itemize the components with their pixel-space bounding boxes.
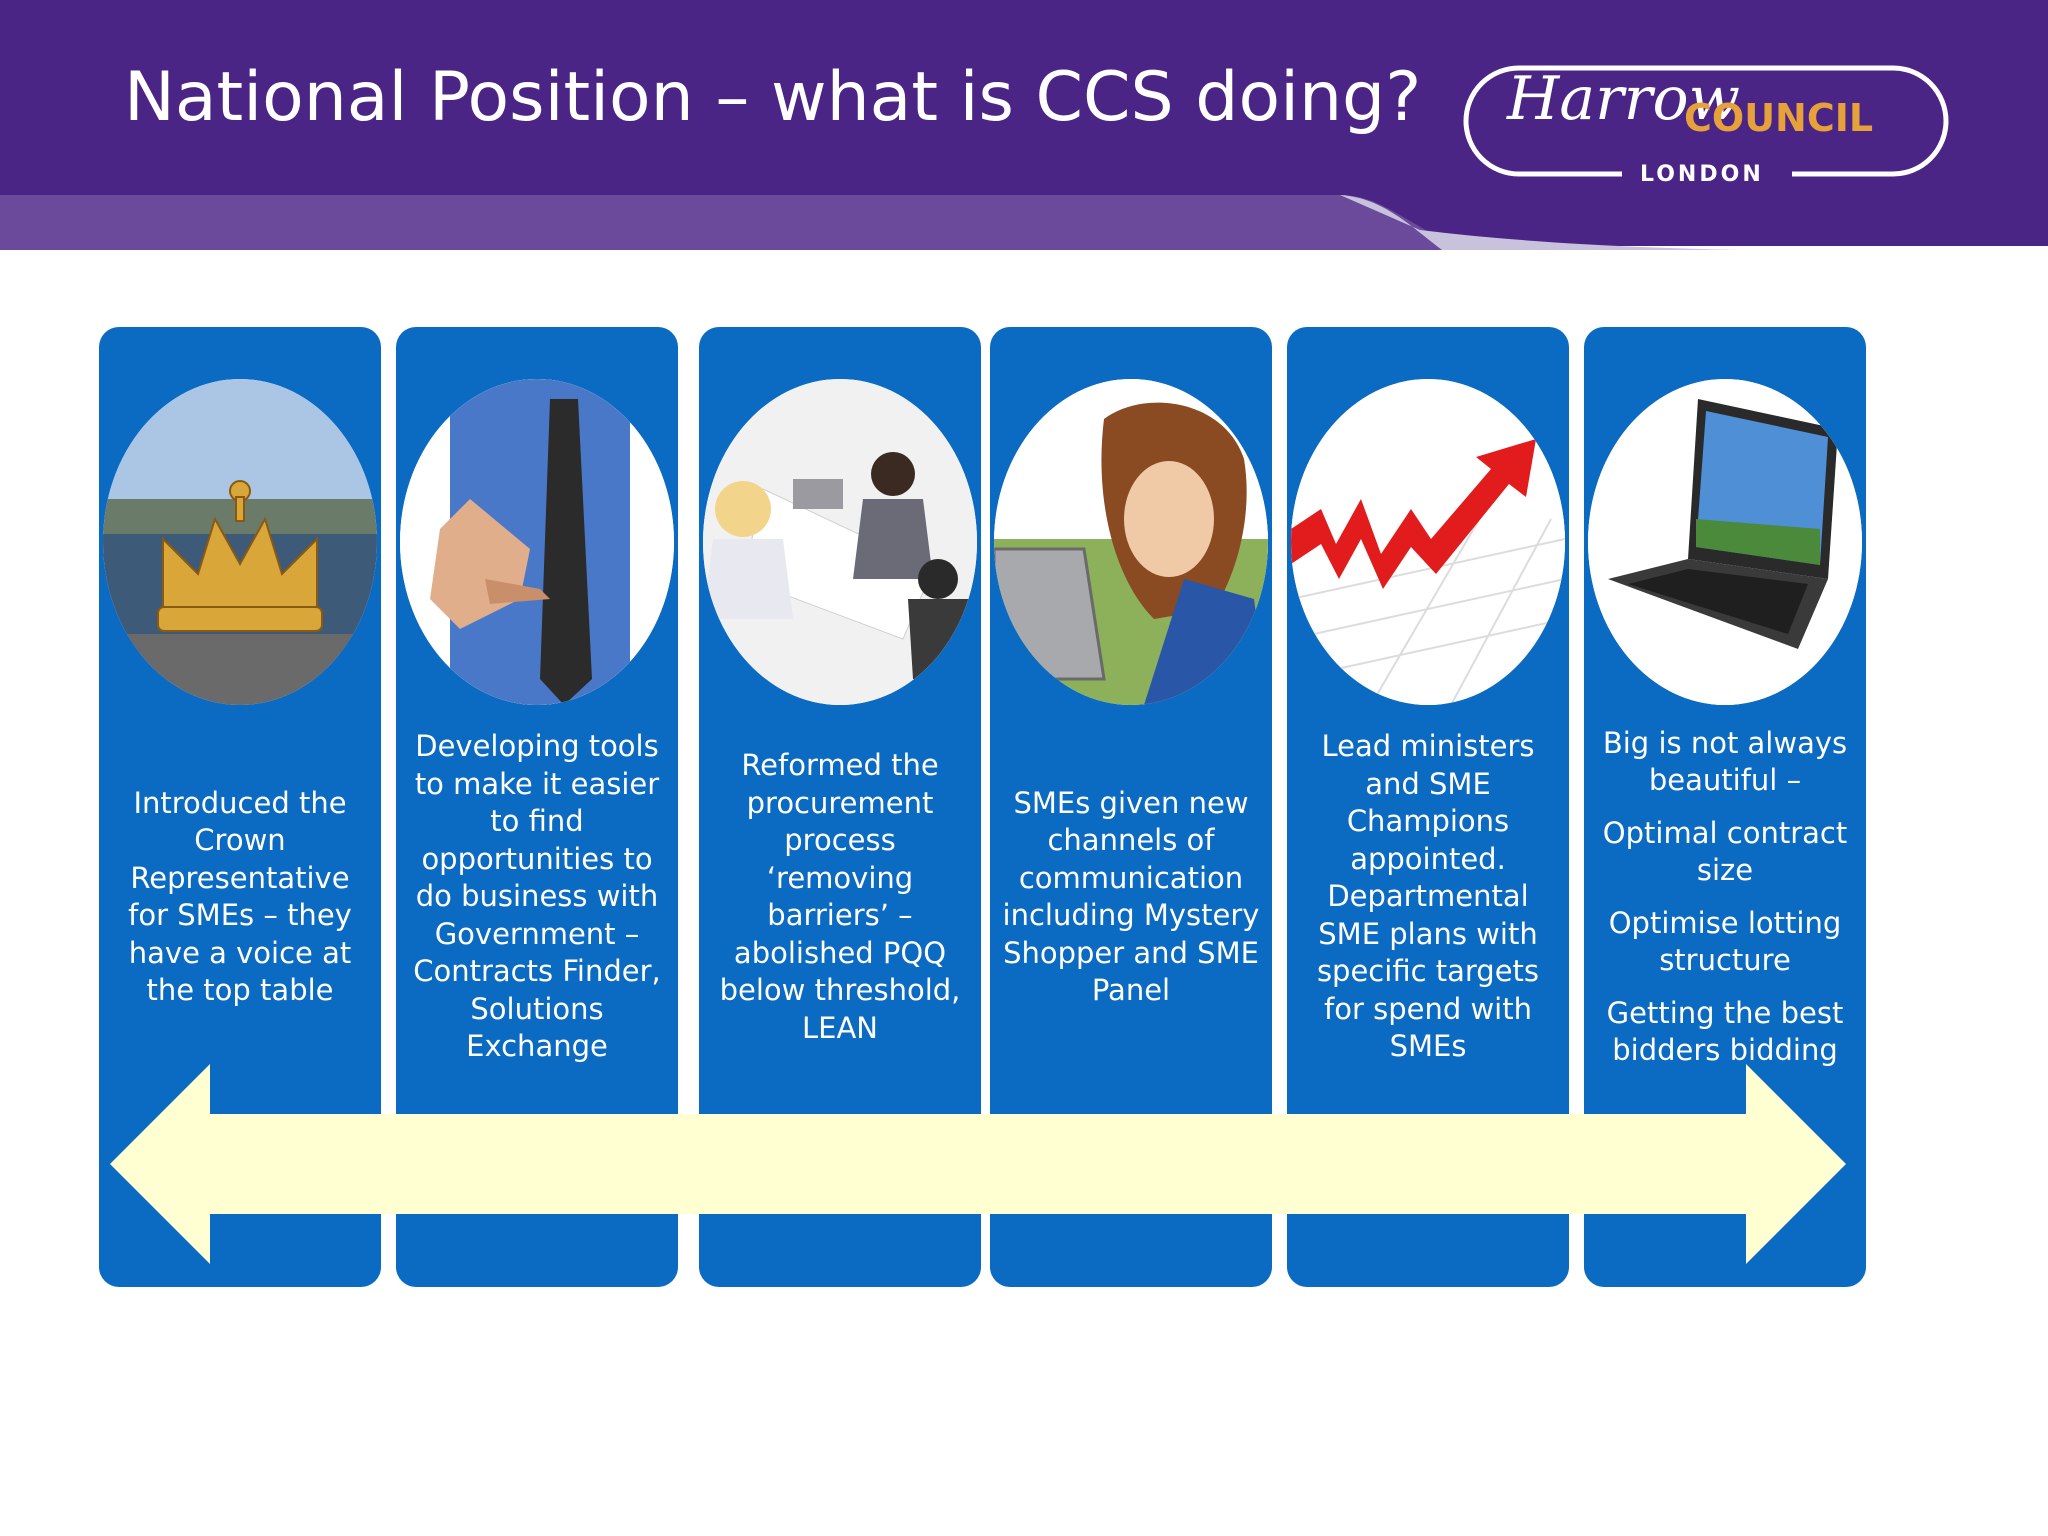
logo-script-text: Harrow [1507,64,1740,134]
growth-arrow-photo [1291,379,1565,705]
panel-text: Reformed the procurement process ‘removi… [699,727,981,1067]
double-headed-arrow [110,1064,1846,1264]
laptop-photo [1588,379,1862,705]
panel-paragraph: Lead ministers and SME Champions appoint… [1316,729,1540,1064]
logo-council-text: COUNCIL [1684,96,1874,140]
panel-paragraph: Reformed the procurement process ‘removi… [719,748,961,1045]
panel-text: Lead ministers and SME Champions appoint… [1287,727,1569,1067]
meeting-photo [703,379,977,705]
harrow-council-logo: Harrow COUNCIL LONDON [1462,50,1952,200]
panel-text: Big is not always beautiful – Optimal co… [1584,725,1866,1068]
panel-big-is-not-beautiful: Big is not always beautiful – Optimal co… [1584,327,1866,1287]
panel-paragraph: Introduced the Crown Representative for … [128,785,352,1008]
panel-paragraph: Big is not always beautiful – [1602,725,1848,798]
panel-paragraph: Developing tools to make it easier to fi… [413,729,661,1064]
crown-photo [103,379,377,705]
panel-paragraph: SMEs given new channels of communication… [1002,785,1260,1008]
handshake-photo [400,379,674,705]
panel-paragraph: Optimise lotting structure [1608,905,1842,978]
panel-text: SMEs given new channels of communication… [990,727,1272,1067]
panel-text: Introduced the Crown Representative for … [99,727,381,1067]
panel-paragraph: Optimal contract size [1602,815,1848,888]
laptop-woman-photo [994,379,1268,705]
slide-title: National Position – what is CCS doing? [124,58,1422,137]
panel-paragraph: Getting the best bidders bidding [1606,995,1844,1068]
panel-text: Developing tools to make it easier to fi… [396,727,678,1067]
logo-london-text: LONDON [1640,162,1764,187]
header-band [0,0,2048,250]
panel-sme-channels: SMEs given new channels of communication… [990,327,1272,1287]
